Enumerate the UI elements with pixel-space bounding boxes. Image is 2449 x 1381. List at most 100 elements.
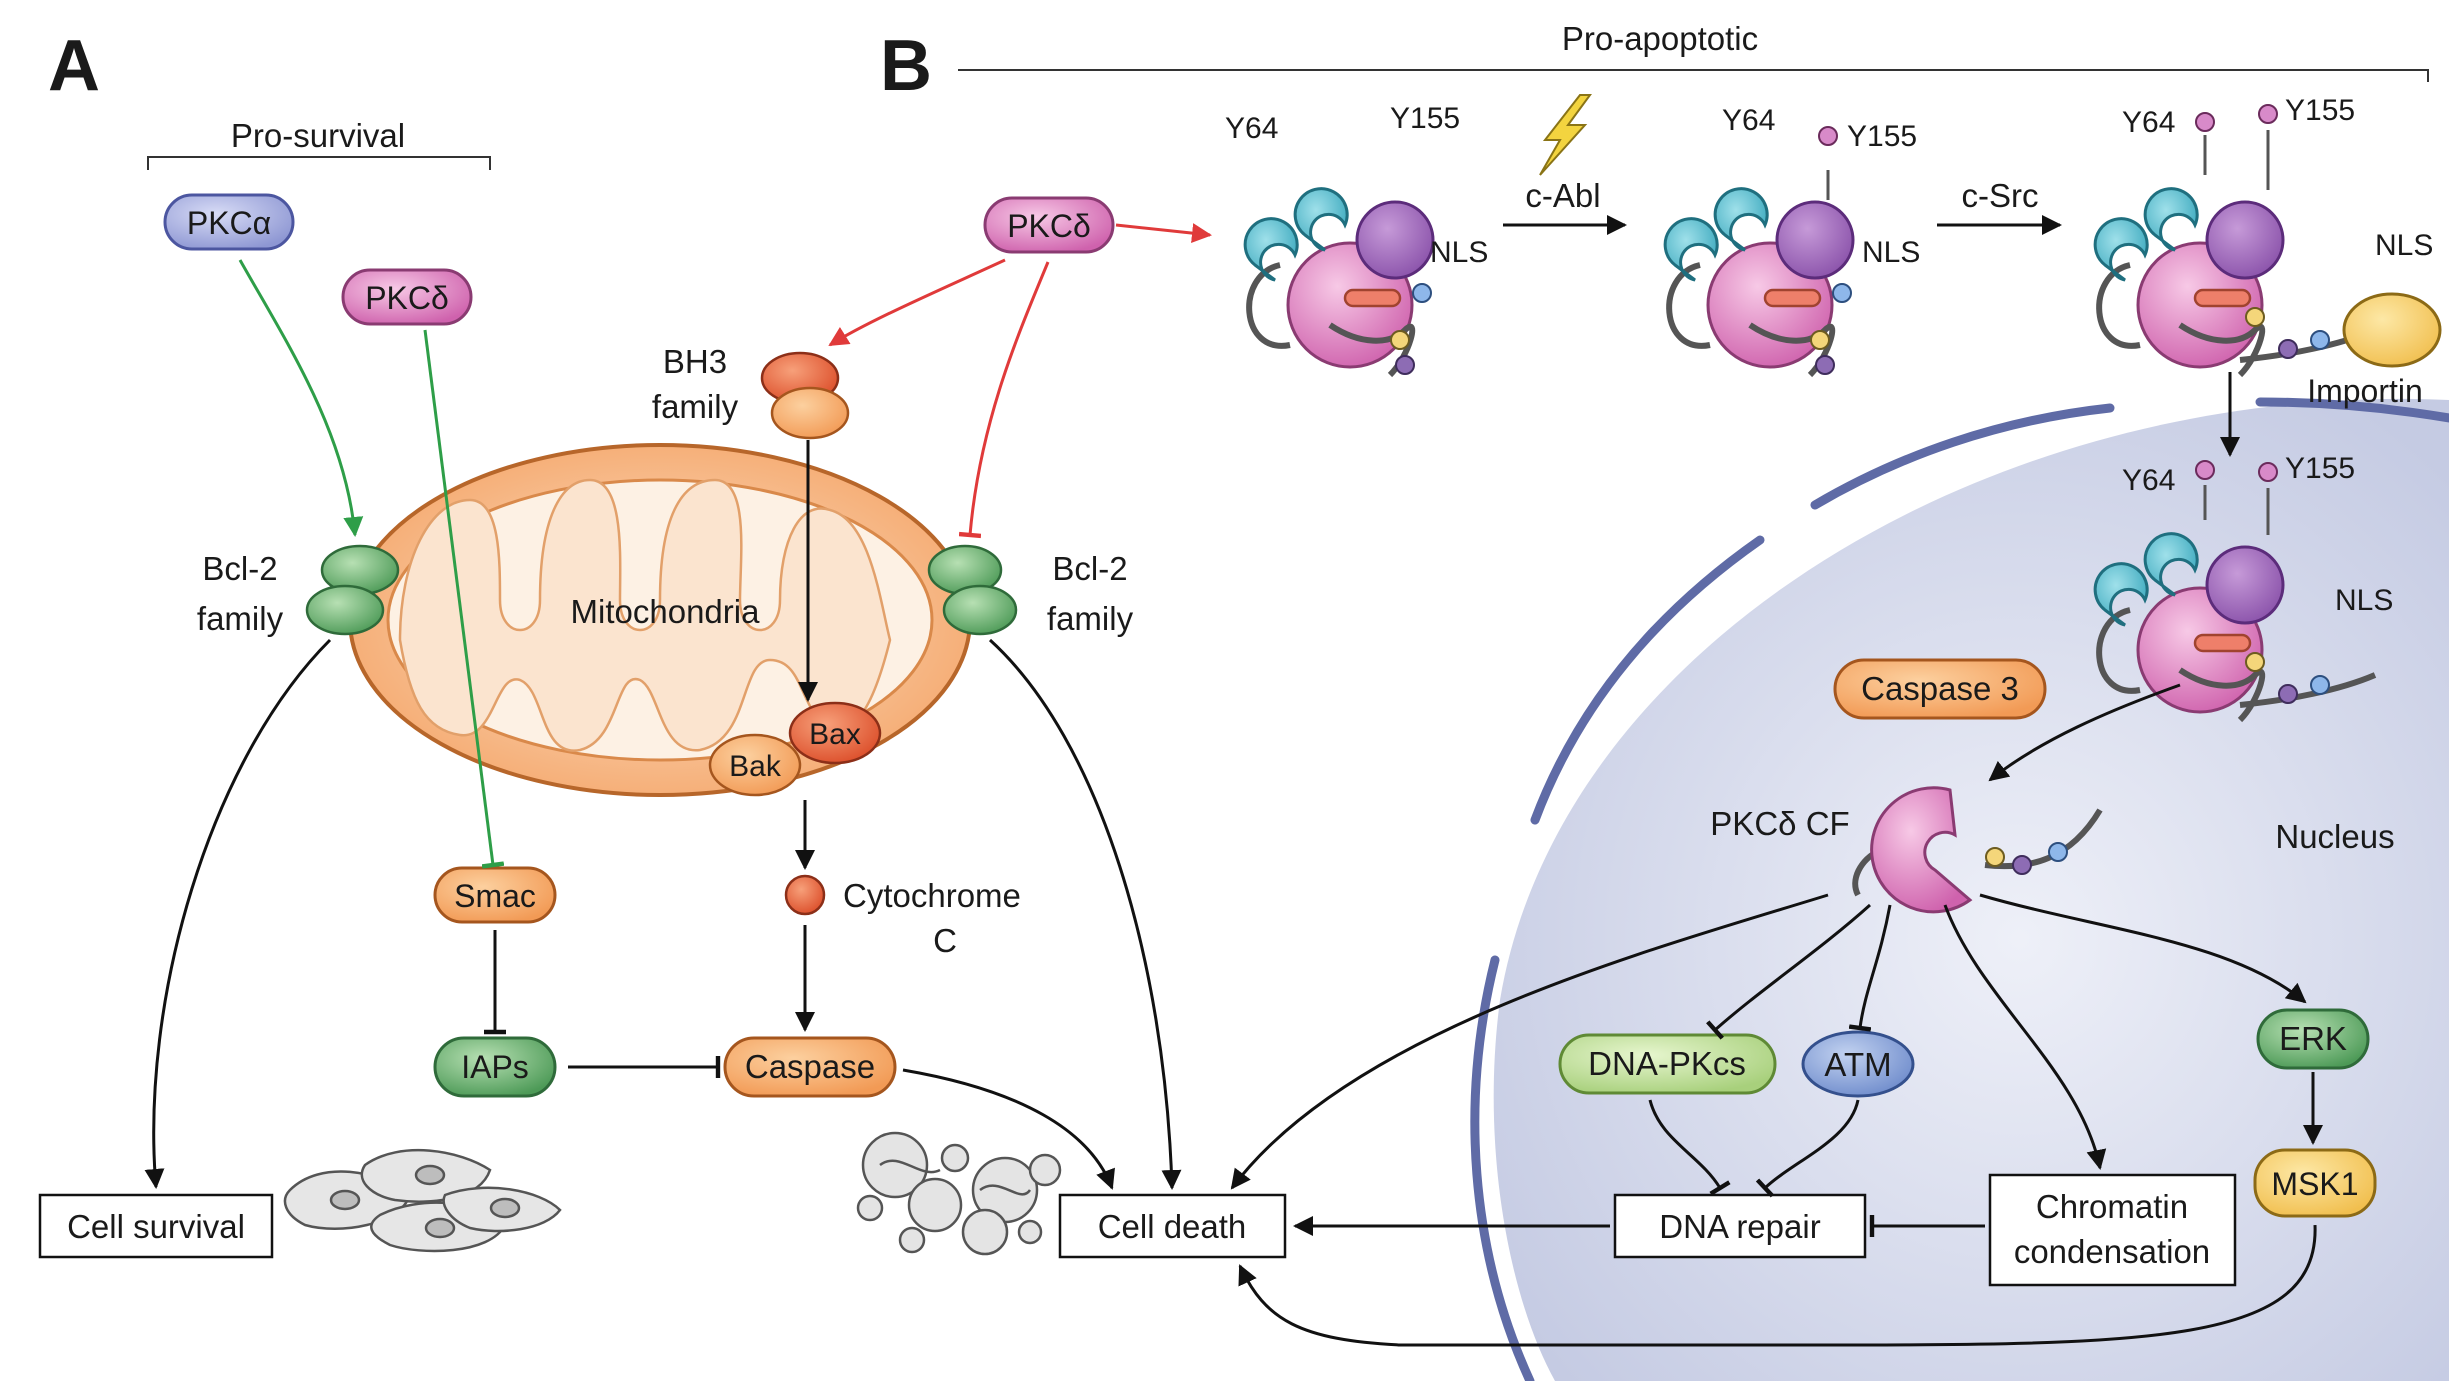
inhibit-pkcd-to-bcl2 <box>958 261 1050 539</box>
dna-repair-label: DNA repair <box>1659 1208 1820 1245</box>
cytochrome-label-1: Cytochrome <box>843 877 1021 914</box>
c-abl-label: c-Abl <box>1525 177 1600 214</box>
caspase-node: Caspase <box>723 1036 897 1098</box>
inhibit-atm-to-repair <box>1755 1099 1860 1198</box>
smac-label: Smac <box>454 878 536 914</box>
apoptotic-cell-illustration <box>856 1131 1062 1256</box>
atm-node: ATM <box>1801 1030 1915 1098</box>
bh3-family-node <box>760 351 850 440</box>
bcl2-right-node <box>927 544 1018 636</box>
protein1-y64-label: Y64 <box>1225 112 1278 145</box>
importin-node <box>2342 292 2442 368</box>
pkcd-protein-unphosphorylated <box>1245 189 1433 375</box>
bh3-label-2: family <box>652 388 739 425</box>
chromatin-label-2: condensation <box>2014 1233 2210 1270</box>
pro-apoptotic-bracket <box>958 69 2429 82</box>
cell-death-label: Cell death <box>1098 1208 1247 1245</box>
arrow-protein-to-cf <box>1988 683 2181 782</box>
caspase-label: Caspase <box>745 1048 875 1085</box>
nucleus-label: Nucleus <box>2275 818 2394 855</box>
msk1-label: MSK1 <box>2271 1166 2358 1202</box>
cytochrome-label-2: C <box>933 922 957 959</box>
iaps-label: IAPs <box>461 1049 529 1085</box>
protein2-y155-label: Y155 <box>1847 120 1917 153</box>
dna-pkcs-label: DNA-PKcs <box>1588 1045 1746 1082</box>
bak-label: Bak <box>729 750 782 783</box>
panel-a-letter: A <box>48 26 100 106</box>
inhibit-dnapkcs-to-repair <box>1648 1099 1731 1196</box>
protein3-nls-label: NLS <box>2375 229 2433 262</box>
pro-apoptotic-header: Pro-apoptotic <box>1562 20 1758 57</box>
cell-death-box: Cell death <box>1058 1193 1287 1259</box>
dna-pkcs-node: DNA-PKcs <box>1558 1033 1777 1095</box>
bax-label: Bax <box>809 718 861 751</box>
pkcd-protein-y64-phospho <box>1665 189 1853 375</box>
protein4-y155-label: Y155 <box>2285 452 2355 485</box>
protein2-nls-label: NLS <box>1862 236 1920 269</box>
pkc-alpha-node: PKCα <box>163 193 295 251</box>
inhibit-cf-to-atm <box>1848 904 1892 1032</box>
protein3-y155-label: Y155 <box>2285 94 2355 127</box>
caspase3-label: Caspase 3 <box>1861 670 2019 707</box>
dna-repair-box: DNA repair <box>1613 1193 1867 1259</box>
pkcd-cf-fragment <box>1852 786 2103 914</box>
bh3-label-1: BH3 <box>663 343 727 380</box>
smac-node: Smac <box>433 866 557 924</box>
arrow-cf-to-chromatin <box>1943 904 2107 1170</box>
bcl2-left-label-1: Bcl-2 <box>202 550 277 587</box>
pkc-delta-node-a: PKCδ <box>341 268 473 326</box>
chromatin-condensation-box: Chromatin condensation <box>1988 1173 2237 1287</box>
pkcd-cf-label: PKCδ CF <box>1710 805 1849 842</box>
arrow-pkca-to-bcl2 <box>238 259 364 537</box>
erk-label: ERK <box>2279 1020 2347 1057</box>
cell-survival-label: Cell survival <box>67 1208 245 1245</box>
healthy-cells-illustration <box>283 1148 562 1253</box>
mitochondria-label: Mitochondria <box>571 593 761 630</box>
pkcd-protein-importin-bound <box>2095 189 2377 375</box>
protein4-nls-label: NLS <box>2335 584 2393 617</box>
panel-b-letter: B <box>880 26 932 106</box>
phospho-dot <box>2258 462 2278 482</box>
arrow-bcl2-to-survival <box>144 638 332 1189</box>
atm-label: ATM <box>1824 1046 1891 1083</box>
bcl2-right-label-1: Bcl-2 <box>1052 550 1127 587</box>
arrow-caspase-to-death <box>902 1068 1115 1190</box>
lightning-icon <box>1539 94 1592 176</box>
arrow-pkcd-to-bh3 <box>828 258 1006 347</box>
protein1-y155-label: Y155 <box>1390 102 1460 135</box>
phospho-dot <box>1818 126 1838 146</box>
chromatin-label-1: Chromatin <box>2036 1188 2188 1225</box>
pkcd-protein-nuclear <box>2095 534 2377 720</box>
arrow-pkcd-to-protein <box>1115 223 1212 244</box>
phospho-dot <box>2258 104 2278 124</box>
inhibit-cf-to-dnapkcs <box>1706 903 1872 1040</box>
pro-survival-header: Pro-survival <box>231 117 405 154</box>
iaps-node: IAPs <box>433 1036 557 1098</box>
bcl2-left-label-2: family <box>197 600 284 637</box>
bax-node: Bax <box>788 701 882 765</box>
bak-node: Bak <box>708 733 802 797</box>
bcl2-left-node <box>305 544 400 636</box>
arrow-msk1-to-death <box>1238 1224 2317 1347</box>
pkc-delta-a-label: PKCδ <box>365 280 449 316</box>
bcl2-right-label-2: family <box>1047 600 1134 637</box>
pkc-alpha-label: PKCα <box>187 205 271 241</box>
phospho-dot <box>2195 460 2215 480</box>
erk-node: ERK <box>2256 1008 2370 1070</box>
protein2-y64-label: Y64 <box>1722 104 1775 137</box>
pro-survival-bracket <box>147 156 491 170</box>
protein1-nls-label: NLS <box>1430 236 1488 269</box>
phospho-dot <box>2195 112 2215 132</box>
pkc-delta-node-b: PKCδ <box>983 196 1115 254</box>
arrow-cf-to-death <box>1230 893 1829 1190</box>
c-src-label: c-Src <box>1962 177 2039 214</box>
protein4-y64-label: Y64 <box>2122 464 2175 497</box>
arrow-bcl2-to-death <box>988 638 1182 1190</box>
cell-survival-box: Cell survival <box>38 1193 274 1259</box>
pkc-delta-b-label: PKCδ <box>1007 208 1091 244</box>
importin-label: Importin <box>2307 373 2423 409</box>
cytochrome-c-dot <box>784 874 826 916</box>
msk1-node: MSK1 <box>2253 1148 2377 1218</box>
